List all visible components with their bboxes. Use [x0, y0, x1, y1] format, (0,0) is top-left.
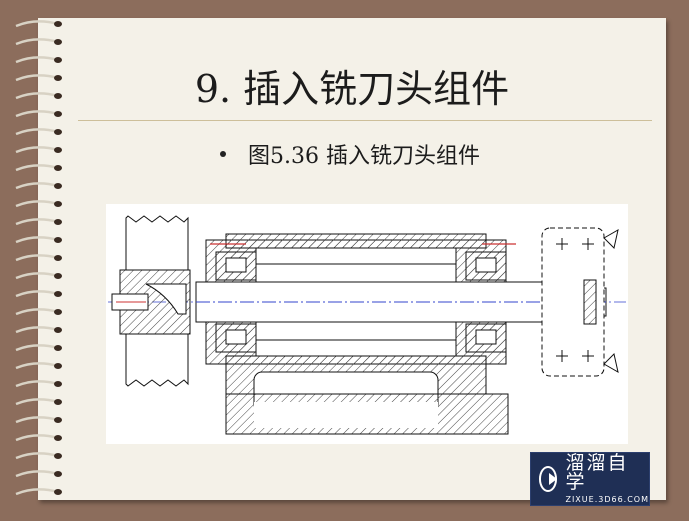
cutter — [541, 227, 619, 377]
spiral-binding-icon — [15, 20, 62, 496]
watermark-url: ZIXUE.3D66.COM — [565, 495, 649, 504]
slide: 9. 插入铣刀头组件 图5.36 插入铣刀头组件 — [38, 18, 666, 500]
watermark-badge: 溜溜自学 ZIXUE.3D66.COM — [530, 452, 650, 506]
play-logo-icon — [539, 466, 558, 492]
slide-title: 9. 插入铣刀头组件 — [194, 67, 510, 111]
bullet-text: 图5.36 插入铣刀头组件 — [248, 144, 480, 169]
pulley — [111, 215, 191, 387]
milling-head-assembly-figure — [108, 215, 626, 435]
title-divider — [78, 120, 652, 121]
bearings — [215, 251, 507, 353]
assembly-drawing — [106, 204, 628, 444]
bullet-item: 图5.36 插入铣刀头组件 — [220, 138, 480, 170]
bullet-dot-icon — [220, 151, 226, 157]
watermark-brand: 溜溜自学 — [565, 452, 629, 493]
